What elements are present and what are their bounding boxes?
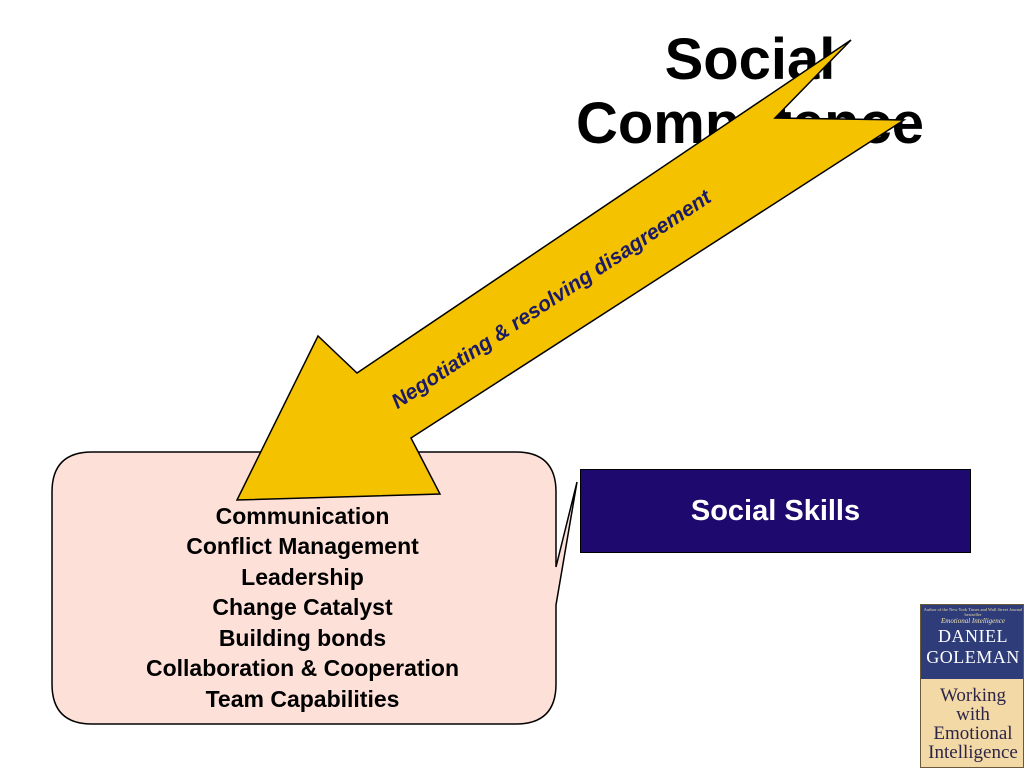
book-tagline-title: Emotional Intelligence [941,617,1005,625]
competency-item: Team Capabilities [205,685,400,712]
competency-item: Change Catalyst [212,594,393,620]
book-title-line: Emotional [933,723,1013,744]
book-author-last: GOLEMAN [926,647,1020,667]
book-title-line: with [956,704,990,725]
book-cover-top: Author of the New York Times and Wall St… [921,605,1023,679]
arrow-shape [235,39,907,501]
book-title: Working with Emotional Intelligence [921,679,1023,763]
competency-item: Communication [215,502,390,529]
book-title-line: Intelligence [928,742,1018,763]
competency-item: Collaboration & Cooperation [145,655,460,681]
book-cover-bottom: Working with Emotional Intelligence [921,679,1023,767]
social-skills-label: Social Skills [690,494,861,527]
book-author-first: DANIEL [938,626,1008,646]
book-cover-image: Author of the New York Times and Wall St… [920,604,1024,768]
book-title-line: Working [939,685,1007,706]
competency-item: Leadership [241,563,364,590]
competency-item: Conflict Management [186,533,419,559]
arrow-label: Negotiating & resolving disagreement [387,185,716,413]
social-skills-box: Social Skills [580,469,971,553]
book-tagline: Author of the New York Times and Wall St… [923,607,1023,617]
competency-item: Building bonds [218,624,387,651]
speech-bubble-outline [51,451,578,725]
